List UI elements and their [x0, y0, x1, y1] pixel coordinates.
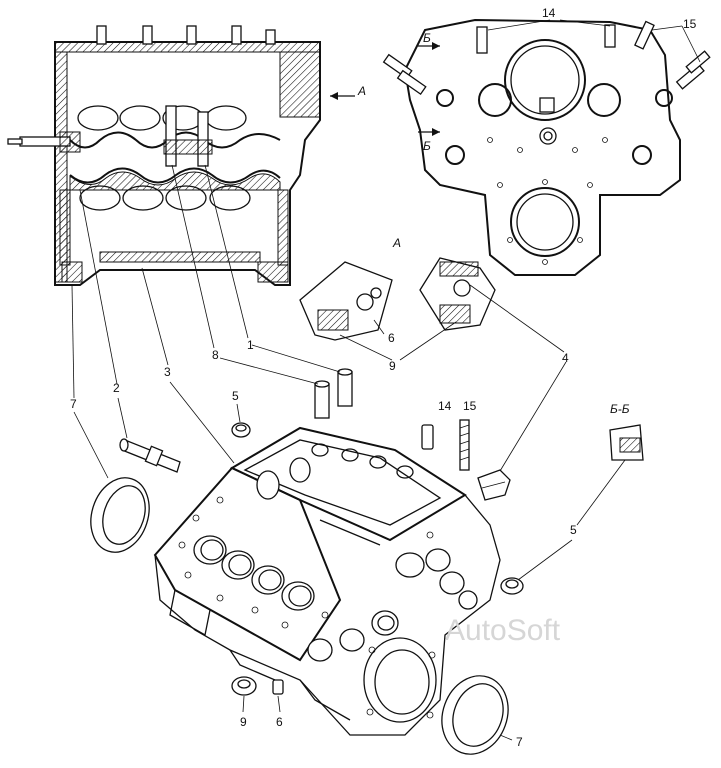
lower-bores	[79, 185, 251, 211]
cylinder-sleeve-right	[441, 675, 509, 755]
block-section-view: А	[7, 25, 366, 286]
callout-15-top: 15	[683, 17, 697, 31]
engine-block-isometric	[153, 426, 501, 736]
left-bank-bores	[193, 535, 315, 611]
top-studs	[96, 25, 276, 45]
callout-5-right: 5	[570, 523, 577, 537]
block-bolt-holes	[178, 496, 434, 629]
callout-5-left: 5	[232, 389, 239, 403]
section-b-lower-label: Б	[423, 139, 431, 153]
upper-bores	[77, 105, 247, 131]
stud-part	[459, 419, 470, 471]
section-oil-pipe	[7, 131, 81, 153]
section-bb-title: Б-Б	[610, 402, 630, 416]
watermark: AutoSoft	[445, 614, 561, 647]
front-bolt-holes	[487, 137, 608, 265]
view-a-title: А	[392, 236, 401, 250]
right-bank-bores	[307, 548, 478, 662]
callout-7-right: 7	[516, 735, 523, 749]
callout-15-mid: 15	[463, 399, 477, 413]
callout-9-upper: 9	[389, 359, 396, 373]
view-a-arrow-label: А	[357, 84, 366, 98]
callout-2: 2	[113, 381, 120, 395]
callout-1: 1	[247, 338, 254, 352]
section-bb-detail: Б-Б 5	[517, 402, 644, 581]
view-a-details: А 6 9 4	[299, 236, 569, 477]
loose-parts: 1 8 5 14 15 2	[70, 164, 511, 553]
callout-8: 8	[212, 348, 219, 362]
callout-9-lower: 9	[240, 715, 247, 729]
top-deck-openings	[256, 443, 414, 500]
oil-tubes-part	[314, 368, 353, 419]
callout-4: 4	[562, 351, 569, 365]
block-front-view: Б Б 14 15	[382, 6, 711, 276]
callout-14-mid: 14	[438, 399, 452, 413]
oil-pipe-part	[119, 438, 181, 473]
callout-14-top: 14	[542, 6, 556, 20]
section-b-upper-label: Б	[423, 31, 431, 45]
callout-6-lower: 6	[276, 715, 283, 729]
callout-6-upper: 6	[388, 331, 395, 345]
callout-7-left: 7	[70, 397, 77, 411]
callout-3: 3	[164, 365, 171, 379]
